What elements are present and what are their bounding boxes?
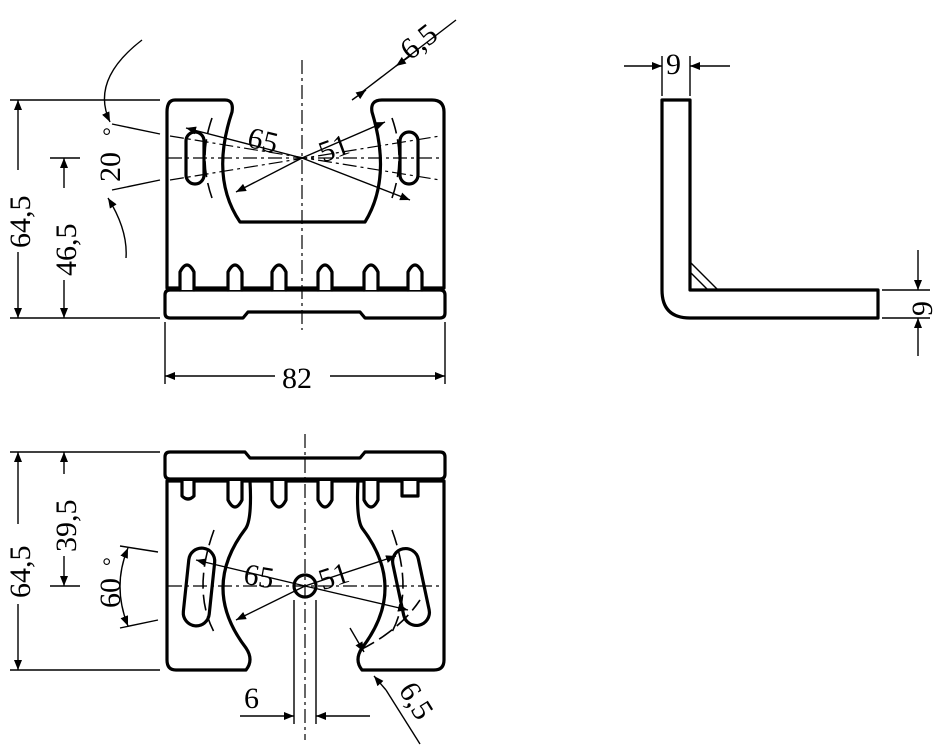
front-base-strip — [163, 288, 447, 320]
front-slot-width-label: 6,5 — [394, 17, 444, 66]
bottom-angle-label: 60 — [94, 578, 127, 608]
side-view: 9 9 — [624, 48, 939, 356]
bottom-angle-degree: ° — [98, 557, 123, 566]
bottom-slot-height-label: 39,5 — [50, 500, 83, 553]
front-angle-label: 20 — [94, 152, 127, 182]
front-slot-height-label: 46,5 — [50, 224, 83, 277]
bottom-height-label: 64,5 — [4, 546, 37, 599]
bottom-teeth — [180, 479, 420, 509]
side-top-thickness-label: 9 — [666, 48, 681, 81]
bottom-slot-width-label: 6,5 — [392, 676, 440, 725]
bottom-view: 65 51 60 ° 64,5 39,5 6 6,5 — [4, 434, 447, 745]
front-teeth — [178, 263, 424, 292]
front-radius-51-label: 51 — [314, 128, 353, 169]
bottom-plate-outline — [165, 479, 446, 672]
front-angle-degree: ° — [98, 127, 123, 136]
front-radius-65-label: 65 — [244, 121, 281, 160]
bottom-radius-51-label: 51 — [314, 556, 353, 597]
bottom-radius-65-label: 65 — [241, 558, 276, 596]
front-width-label: 82 — [282, 362, 312, 395]
front-height-label: 64,5 — [4, 196, 37, 249]
side-bottom-thickness-label: 9 — [906, 301, 939, 316]
side-profile-outline — [660, 98, 880, 320]
bottom-hole-label: 6 — [244, 682, 259, 715]
front-view: 65 51 6,5 20 ° 64,5 46,5 82 — [4, 17, 457, 395]
